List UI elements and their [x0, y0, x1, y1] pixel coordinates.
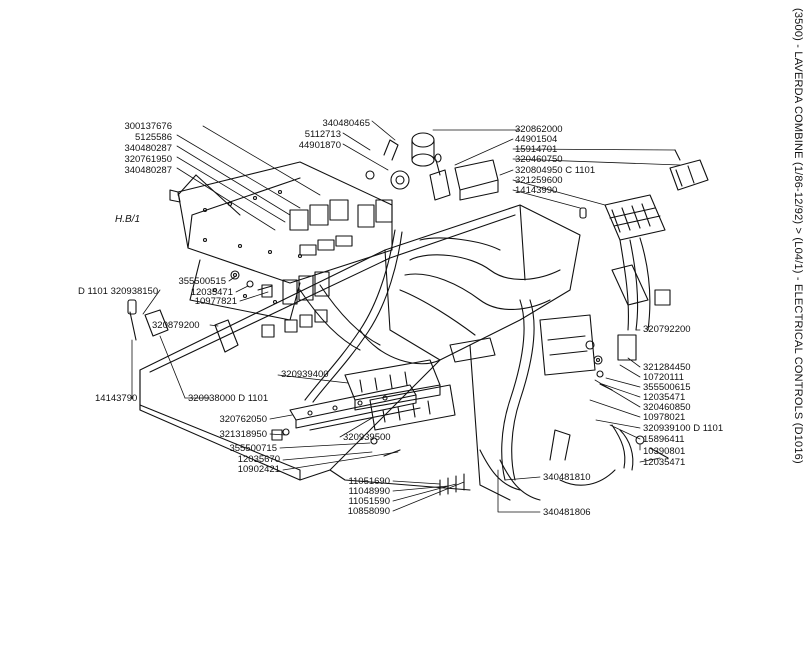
label-340481810: 340481810: [543, 472, 591, 483]
label-321284450: 321284450: [643, 362, 691, 373]
label-340480287-a: 340480287: [124, 143, 172, 154]
label-320460850: 320460850: [643, 402, 691, 413]
label-14143990-a: 14143990: [515, 185, 558, 196]
label-12035471-b: 12035471: [643, 392, 686, 403]
relay-group-lower: [261, 271, 330, 338]
label-320939400: 320939400: [281, 369, 329, 380]
label-355500715: 355500715: [229, 443, 277, 454]
label-340481806: 340481806: [543, 507, 591, 518]
label-300137676: 300137676: [124, 121, 172, 132]
toggle-switch: [429, 153, 451, 201]
label-321259600: 321259600: [515, 175, 563, 186]
label-340480287-b: 340480287: [124, 165, 172, 176]
mounting-plate: [169, 161, 393, 321]
label-44901504: 44901504: [515, 134, 558, 145]
label-15914701: 15914701: [515, 144, 558, 155]
label-11051590: 11051590: [348, 496, 390, 507]
label-44901870: 44901870: [298, 140, 341, 151]
label-10720111: 10720111: [643, 372, 684, 383]
label-11048990: 11048990: [348, 486, 390, 497]
page-title-vertical: (3500) - LAVERDA COMBINE (1/86-12/92) > …: [792, 8, 804, 464]
label-320879200: 320879200: [152, 320, 200, 331]
label-10858090: 10858090: [347, 506, 390, 517]
label-355500515: 355500515: [178, 276, 226, 287]
harness-right: [611, 237, 671, 361]
label-12035471-c: 12035471: [643, 457, 686, 468]
label-10978021: 10978021: [643, 412, 686, 423]
area-label-hb1: H.B/1: [115, 214, 141, 225]
label-320762050: 320762050: [219, 414, 267, 425]
label-5112713: 5112713: [304, 129, 341, 140]
relay-group-top: [289, 199, 393, 256]
label-10977821: 10977821: [194, 296, 237, 307]
label-320460750: 320460750: [515, 154, 563, 165]
rocker-switch: [454, 159, 499, 201]
label-320792200: 320792200: [643, 324, 691, 335]
bus-bar: [289, 384, 421, 431]
label-321318950: 321318950: [219, 429, 267, 440]
cable-bundle-bottom: [479, 424, 634, 501]
label-340480465: 340480465: [322, 118, 370, 129]
central-harness: [127, 229, 561, 481]
label-320939100: 320939100 D 1101: [643, 423, 724, 434]
label-10902421: 10902421: [237, 464, 280, 475]
leader-lines: [131, 120, 681, 513]
fuse-boxes: [344, 337, 496, 431]
label-320804950: 320804950 C 1101: [515, 165, 596, 176]
warning-light-block: [604, 149, 709, 241]
label-320938000: 320938000 D 1101: [188, 393, 269, 404]
label-14143790: 14143790: [95, 393, 138, 404]
label-320938150: D 1101 320938150: [78, 286, 159, 297]
bulb-14143990: [579, 207, 587, 219]
label-11051690: 11051690: [348, 476, 390, 487]
label-15896411: 15896411: [643, 434, 685, 445]
label-320761950: 320761950: [124, 154, 172, 165]
label-12035471-a: 12035471: [190, 287, 233, 298]
label-10390801: 10390801: [643, 446, 686, 457]
label-12035670: 12035670: [237, 454, 280, 465]
label-5125586: 5125586: [135, 132, 172, 143]
right-console: [539, 314, 616, 486]
fasteners: [230, 270, 669, 496]
label-320862000: 320862000: [515, 124, 563, 135]
ignition-switch: [365, 132, 435, 190]
label-320939500: 320939500: [343, 432, 391, 443]
dashboard-panel: [139, 204, 581, 501]
label-355500615: 355500615: [643, 382, 691, 393]
